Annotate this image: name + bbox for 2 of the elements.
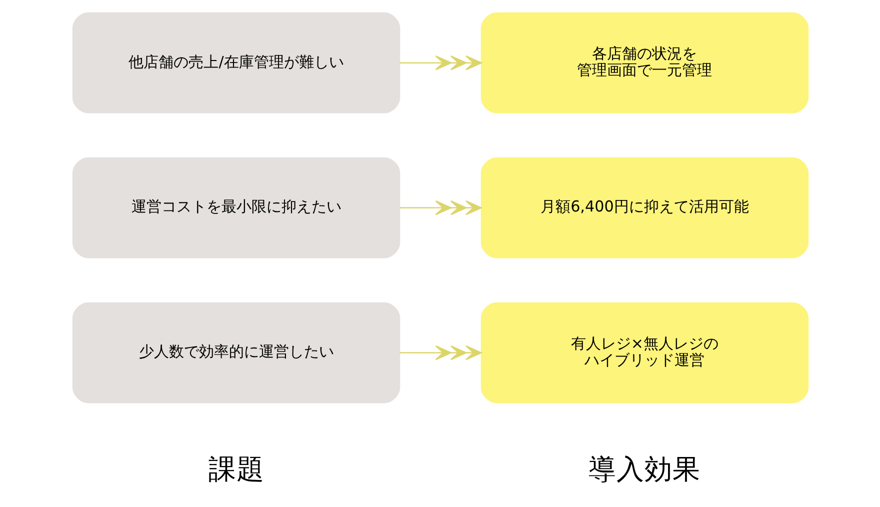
label: 導入効果: [588, 452, 700, 486]
label: 課題: [208, 452, 264, 486]
